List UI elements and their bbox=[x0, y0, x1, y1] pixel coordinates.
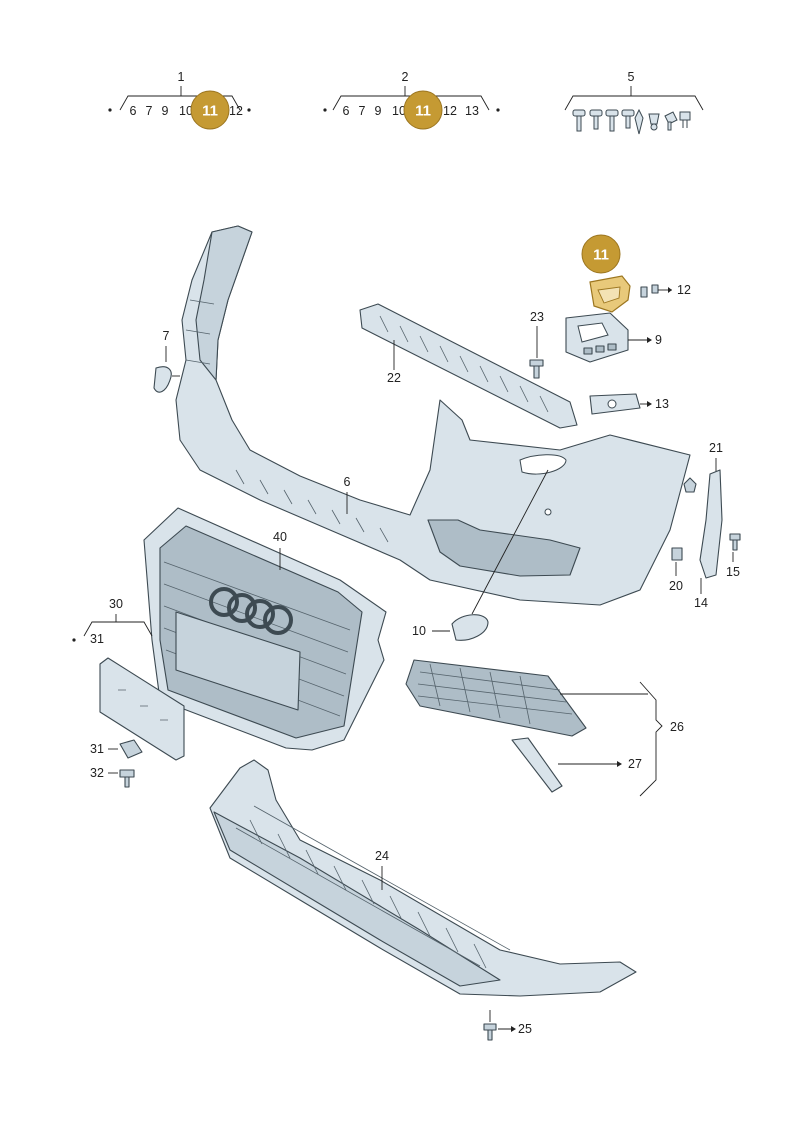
highlight-badge-icon[interactable]: 11 bbox=[403, 90, 443, 130]
callout-22: 22 bbox=[387, 371, 401, 385]
part-12-clip[interactable]: 12 bbox=[640, 283, 691, 298]
part-9-frame[interactable]: 9 bbox=[565, 312, 662, 363]
header-group-2: 2 6 7 9 10 12 13 11 bbox=[323, 70, 500, 130]
callout-15: 15 bbox=[726, 565, 740, 579]
callout-26: 26 bbox=[670, 720, 684, 734]
callout-25: 25 bbox=[518, 1022, 532, 1036]
part-23-screw[interactable]: 23 bbox=[529, 310, 544, 379]
header-group-1-item: 6 bbox=[130, 104, 137, 118]
callout-14: 14 bbox=[694, 596, 708, 610]
part-13-bracket[interactable]: 13 bbox=[589, 393, 669, 415]
header-group-1-item: 9 bbox=[162, 104, 169, 118]
part-30-plate-holder[interactable]: 30 31 bbox=[72, 597, 185, 761]
highlight-badge-icon[interactable]: 11 bbox=[581, 234, 621, 274]
part-32-screw[interactable]: 32 bbox=[90, 766, 135, 788]
callout-31-group: 31 bbox=[90, 632, 104, 646]
header-group-2-item: 7 bbox=[359, 104, 366, 118]
part-10-cap[interactable]: 10 bbox=[412, 469, 549, 641]
callout-10: 10 bbox=[412, 624, 426, 638]
header-group-1-badge: 11 bbox=[202, 103, 218, 120]
callout-9: 9 bbox=[655, 333, 662, 347]
part-14-guide[interactable]: 14 bbox=[694, 469, 723, 610]
callout-11: 11 bbox=[593, 247, 609, 264]
header-group-1-item: 10 bbox=[179, 104, 193, 118]
header-group-1-item: 7 bbox=[146, 104, 153, 118]
callout-12: 12 bbox=[677, 283, 691, 297]
header-group-5: 5 bbox=[564, 70, 704, 135]
lower-spoiler-icon[interactable]: 24 bbox=[209, 759, 637, 997]
callout-7: 7 bbox=[163, 329, 170, 343]
callout-40: 40 bbox=[273, 530, 287, 544]
callout-6: 6 bbox=[344, 475, 351, 489]
header-group-1-item: 12 bbox=[229, 104, 243, 118]
callout-26-bracket: 26 bbox=[639, 681, 684, 797]
part-21-clip[interactable]: 21 bbox=[683, 441, 723, 493]
part-27-trim[interactable]: 27 bbox=[511, 737, 642, 793]
callout-30: 30 bbox=[109, 597, 123, 611]
highlight-badge-icon[interactable]: 11 bbox=[190, 90, 230, 130]
header-group-2-item: 10 bbox=[392, 104, 406, 118]
part-7-cap[interactable]: 7 bbox=[153, 329, 180, 393]
header-group-2-badge: 11 bbox=[415, 103, 431, 120]
part-25-screw[interactable]: 25 bbox=[483, 1010, 532, 1041]
header-group-5-label: 5 bbox=[628, 70, 635, 84]
callout-24: 24 bbox=[375, 849, 389, 863]
part-22-reinforcement[interactable]: 22 bbox=[359, 303, 578, 429]
part-26-side-grille[interactable] bbox=[405, 659, 648, 737]
header-group-2-item: 6 bbox=[343, 104, 350, 118]
callout-20: 20 bbox=[669, 579, 683, 593]
callout-23: 23 bbox=[530, 310, 544, 324]
callout-21: 21 bbox=[709, 441, 723, 455]
part-15-screw[interactable]: 15 bbox=[726, 533, 741, 579]
callout-32: 32 bbox=[90, 766, 104, 780]
header-group-1-label: 1 bbox=[178, 70, 185, 84]
header-group-2-item: 13 bbox=[465, 104, 479, 118]
header-group-1: 1 6 7 9 10 12 11 bbox=[108, 70, 251, 130]
callout-13: 13 bbox=[655, 397, 669, 411]
part-20-clip[interactable]: 20 bbox=[669, 547, 683, 593]
header-group-2-label: 2 bbox=[402, 70, 409, 84]
callout-31: 31 bbox=[90, 742, 104, 756]
part-31-nut[interactable]: 31 bbox=[90, 739, 143, 759]
radiator-grille-icon[interactable]: 40 bbox=[143, 507, 387, 751]
header-group-2-item: 12 bbox=[443, 104, 457, 118]
header-group-2-item: 9 bbox=[375, 104, 382, 118]
part-11-bracket[interactable]: 11 bbox=[581, 234, 631, 313]
callout-27: 27 bbox=[628, 757, 642, 771]
bumper-cover-icon[interactable]: 6 bbox=[175, 225, 691, 606]
screw-set-icon bbox=[572, 108, 691, 135]
